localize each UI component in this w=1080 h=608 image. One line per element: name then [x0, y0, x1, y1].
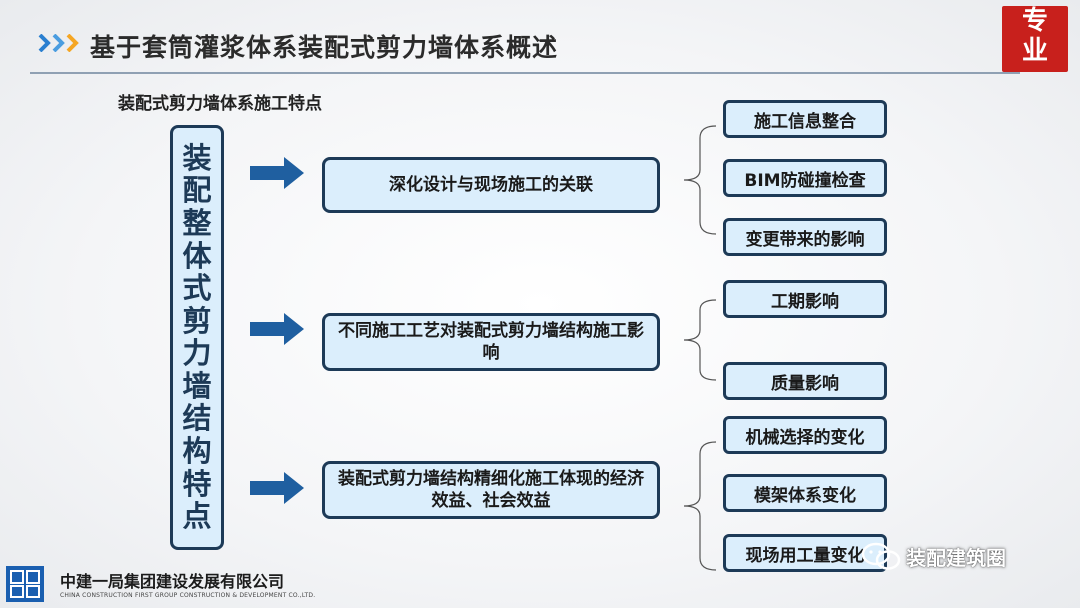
- item-label: 模架体系变化: [754, 485, 856, 506]
- wechat-icon: [861, 542, 901, 570]
- item-box: BIM防碰撞检查: [723, 159, 887, 197]
- main-topic-char: 式: [182, 271, 212, 306]
- main-topic-char: 配: [182, 173, 212, 208]
- header-divider: [30, 72, 1020, 74]
- item-box: 机械选择的变化: [723, 416, 887, 454]
- main-topic-char: 点: [182, 499, 212, 534]
- item-box: 质量影响: [723, 362, 887, 400]
- item-label: 施工信息整合: [754, 111, 856, 132]
- watermark-text: 装配建筑圈: [906, 545, 1006, 570]
- logo-char: 专: [1021, 6, 1048, 36]
- main-topic-char: 特: [182, 466, 212, 501]
- item-label: 工期影响: [771, 291, 839, 312]
- slide-title: 基于套筒灌浆体系装配式剪力墙体系概述: [90, 33, 559, 62]
- main-topic-box: 装 配 整 体 式 剪 力 墙 结 构 特 点: [170, 125, 224, 550]
- item-label: 质量影响: [771, 373, 839, 394]
- company-name-cn: 中建一局集团建设发展有限公司: [60, 572, 285, 591]
- group-1-box: 深化设计与现场施工的关联: [322, 157, 660, 213]
- company-name-en: CHINA CONSTRUCTION FIRST GROUP CONSTRUCT…: [60, 592, 316, 599]
- item-box: 施工信息整合: [723, 100, 887, 138]
- item-box: 工期影响: [723, 280, 887, 318]
- main-topic-char: 墙: [182, 368, 212, 403]
- title-chevrons: [38, 34, 80, 52]
- item-label: 现场用工量变化: [745, 545, 865, 566]
- section-subtitle: 装配式剪力墙体系施工特点: [118, 94, 322, 114]
- main-topic-char: 结: [182, 401, 212, 436]
- company-logo-icon: [6, 566, 44, 602]
- item-label: BIM防碰撞检查: [744, 170, 866, 191]
- slide-header: 基于套筒灌浆体系装配式剪力墙体系概述 专 业: [0, 0, 1080, 80]
- arrow-right-icon: [250, 157, 304, 189]
- main-topic-char: 整: [182, 205, 212, 240]
- chevron-right-icon: [52, 34, 65, 52]
- group-2-label: 不同施工工艺对装配式剪力墙结构施工影响: [338, 321, 644, 363]
- main-topic-char: 装: [182, 140, 212, 175]
- item-box: 变更带来的影响: [723, 218, 887, 256]
- wechat-watermark: 装配建筑圈: [860, 540, 1006, 572]
- main-topic-char: 力: [182, 336, 212, 371]
- bracket-connector: [683, 441, 717, 571]
- group-1-label: 深化设计与现场施工的关联: [389, 175, 593, 195]
- bracket-connector: [683, 299, 717, 381]
- bracket-connector: [683, 125, 717, 235]
- item-label: 变更带来的影响: [745, 229, 865, 250]
- logo-char: 业: [1021, 36, 1048, 66]
- group-2-box: 不同施工工艺对装配式剪力墙结构施工影响: [322, 313, 660, 371]
- brand-seal-logo: 专 业: [1002, 6, 1068, 72]
- item-box: 模架体系变化: [723, 474, 887, 512]
- arrow-right-icon: [250, 472, 304, 504]
- item-label: 机械选择的变化: [745, 427, 865, 448]
- main-topic-char: 体: [182, 238, 212, 273]
- arrow-right-icon: [250, 313, 304, 345]
- group-3-box: 装配式剪力墙结构精细化施工体现的经济效益、社会效益: [322, 461, 660, 519]
- main-topic-char: 构: [182, 433, 212, 468]
- item-box: 现场用工量变化: [723, 534, 887, 572]
- chevron-right-icon: [38, 34, 51, 52]
- main-topic-char: 剪: [182, 303, 212, 338]
- chevron-right-icon: [66, 34, 79, 52]
- group-3-label: 装配式剪力墙结构精细化施工体现的经济效益、社会效益: [338, 469, 644, 511]
